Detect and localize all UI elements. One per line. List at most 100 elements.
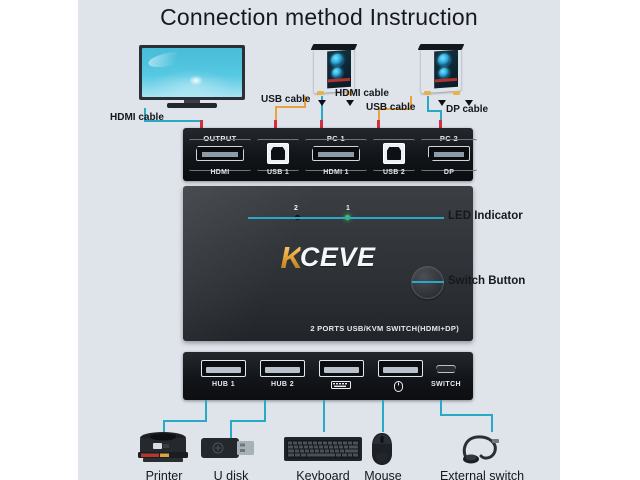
brand-logo-k: K (280, 240, 303, 275)
arrow-usb2 (438, 100, 446, 106)
monitor-base (167, 103, 217, 108)
wire-keyboard-down (323, 400, 325, 432)
external-switch-icon (462, 435, 499, 464)
cable-label-hdmi-monitor: HDMI cable (110, 112, 164, 123)
port-output-title: OUTPUT (203, 134, 237, 143)
port-pc2-sub: DP (443, 169, 455, 176)
pc2-foot-right (453, 91, 460, 95)
wire-output-plug (200, 120, 203, 130)
wire-pc2-usb-from-tower (410, 96, 412, 108)
wire-monitor-across (144, 120, 201, 122)
kvm-switch-body: 2 1 K CEVE 2 PORTS USB/KVM SWITCH(HDMI+D… (183, 186, 473, 341)
bottom-connector-panel: HUB 1 HUB 2 SWITCH (183, 352, 473, 400)
arrow-hdmi1 (318, 100, 326, 106)
port-usb1-sub: USB 1 (266, 169, 290, 176)
port-usb2[interactable]: USB 2 (373, 134, 415, 176)
wire-printer-run (163, 420, 207, 422)
led-2-label: 2 (294, 205, 298, 212)
top-connector-panel: OUTPUT HDMI USB 1 PC 1 HDMI 1 (183, 128, 477, 181)
pc2-body (421, 47, 461, 94)
displayport-port-icon (428, 146, 470, 161)
wire-extsw-drop (491, 414, 493, 432)
wire-udisk-drop (230, 420, 232, 438)
keyboard-device-icon (284, 437, 362, 461)
wire-hdmi1-down (321, 108, 323, 120)
wire-usb1-plug (274, 120, 277, 130)
printer-label: Printer (145, 469, 183, 480)
mouse-icon (394, 381, 403, 392)
printer-icon (138, 432, 188, 462)
callout-line-led (248, 217, 444, 219)
wire-extsw-down (440, 400, 442, 416)
wire-pc2-usb-bridge (378, 108, 411, 110)
cable-label-dp-pc2: DP cable (446, 104, 489, 115)
wire-mouse-down (382, 400, 384, 432)
wire-dp-across (427, 110, 441, 112)
port-usb2-sub: USB 2 (382, 169, 406, 176)
micro-usb-port-switch[interactable] (436, 365, 456, 373)
callout-switch-button: Switch Button (448, 275, 526, 287)
wire-dp-down (427, 96, 429, 110)
mouse-device-icon (372, 433, 392, 465)
port-pc1-bracket (305, 139, 367, 171)
pc2-foot-left (424, 91, 431, 95)
hdmi1-port-icon (312, 146, 360, 161)
monitor-bezel (139, 45, 245, 100)
wire-hdmi1-plug (320, 120, 323, 130)
usb-a-port-hub1[interactable] (201, 360, 246, 377)
cable-label-hdmi-pc1: HDMI cable (335, 88, 389, 99)
wire-dp-plug (439, 120, 442, 130)
usb-a-port-mouse[interactable] (378, 360, 423, 377)
port-output-hdmi[interactable]: OUTPUT HDMI (189, 134, 251, 176)
wire-hub2-down (264, 400, 266, 422)
port-pc1-hdmi[interactable]: PC 1 HDMI 1 (305, 134, 367, 176)
wire-usb2-down (378, 108, 380, 120)
brand-logo-text: CEVE (299, 242, 376, 272)
port-pc2-dp[interactable]: PC 2 DP (421, 134, 477, 176)
pc1-foot-right (346, 91, 353, 95)
cable-label-usb-pc2: USB cable (366, 102, 416, 113)
monitor-screen (142, 48, 242, 97)
usb-b-port-icon (267, 143, 289, 164)
port-usb2-bracket (373, 139, 415, 171)
callout-led-indicator: LED Indicator (448, 210, 523, 222)
led-1-label: 1 (346, 205, 350, 212)
wire-usb1-down (275, 108, 277, 120)
keyboard-icon (331, 381, 351, 389)
wire-udisk-run (230, 420, 266, 422)
wire-usb2-plug (377, 120, 380, 130)
monitor-illustration (139, 45, 245, 109)
callout-line-switch (412, 281, 444, 283)
port-usb1[interactable]: USB 1 (257, 134, 299, 176)
monitor-neck (184, 100, 200, 104)
wire-dp-drop (440, 110, 442, 120)
port-pc1-title: PC 1 (326, 134, 346, 143)
usb-a-port-keyboard[interactable] (319, 360, 364, 377)
wire-monitor-down (144, 108, 146, 120)
external-switch-label: External switch (439, 469, 525, 480)
port-pc2-title: PC 2 (439, 134, 459, 143)
brand-logo: K CEVE (281, 242, 376, 273)
wire-pc1-usb-bridge (275, 106, 306, 108)
wire-hub1-down (205, 400, 207, 422)
page-title: Connection method Instruction (160, 4, 478, 30)
pc-tower-1 (308, 44, 360, 96)
switch-port-label: SWITCH (430, 381, 461, 388)
usb-a-port-hub2[interactable] (260, 360, 305, 377)
pc-tower-2 (415, 44, 467, 96)
keyboard-label: Keyboard (296, 469, 350, 480)
model-text: 2 PORTS USB/KVM SWITCH(HDMI+DP) (310, 324, 459, 333)
mouse-label: Mouse (364, 469, 402, 480)
usb-b2-port-icon (383, 143, 405, 164)
wire-pc1-usb-from-tower (304, 96, 306, 106)
port-output-sub: HDMI (210, 169, 230, 176)
hdmi-port-icon (196, 146, 244, 161)
port-usb1-bracket (257, 139, 299, 171)
cable-label-usb-pc1: USB cable (261, 94, 311, 105)
port-output-bracket (189, 139, 251, 171)
pc1-foot-left (317, 91, 324, 95)
arrow-dp (465, 100, 473, 106)
port-pc2-bracket (421, 139, 477, 171)
usb-flash-drive-icon (201, 438, 254, 458)
